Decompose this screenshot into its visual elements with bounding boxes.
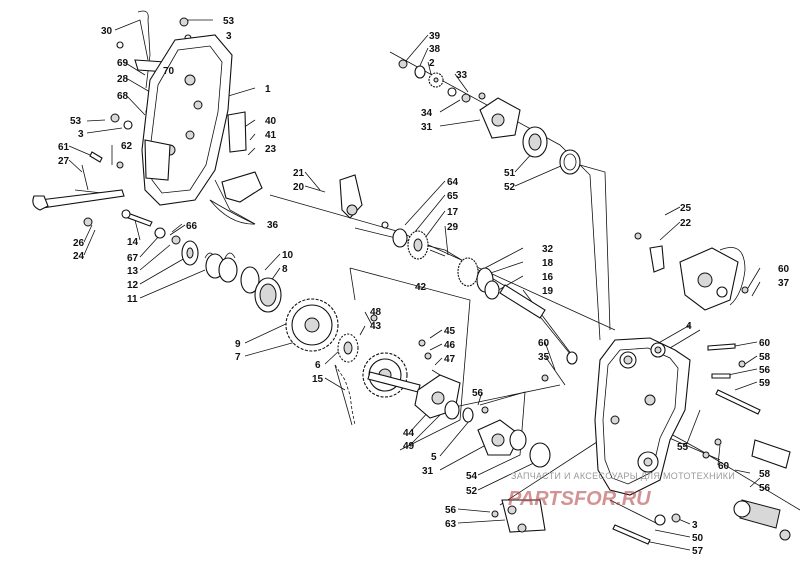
part-label: 56: [759, 365, 771, 376]
part-label: 44: [403, 428, 415, 439]
part-label: 26: [73, 238, 85, 249]
part-label: 8: [282, 264, 288, 275]
part-label: 3: [78, 129, 84, 140]
part-label: 46: [444, 340, 456, 351]
parts: [32, 10, 791, 545]
part-label: 23: [265, 144, 277, 155]
part-label: 30: [101, 26, 113, 37]
part-label: 63: [445, 519, 457, 530]
part-label: 37: [778, 278, 790, 289]
part-label: 16: [542, 272, 554, 283]
part-label: 51: [504, 168, 516, 179]
part-label: 31: [421, 122, 433, 133]
watermark: ЗАПЧАСТИ И АКСЕССУАРЫ ДЛЯ МОТОТЕХНИКИ PA…: [508, 471, 735, 510]
part-label: 64: [447, 177, 459, 188]
part-label: 17: [447, 207, 459, 218]
part-label: 43: [370, 321, 382, 332]
part-label: 60: [538, 338, 550, 349]
part-label: 41: [265, 130, 277, 141]
part-label: 6: [315, 360, 321, 371]
watermark-logo: PARTSFOR.RU: [508, 488, 651, 510]
part-label: 2: [429, 58, 435, 69]
part-label: 50: [692, 533, 704, 544]
part-label: 27: [58, 156, 70, 167]
part-label: 48: [370, 307, 382, 318]
part-label: 11: [127, 294, 138, 305]
part-label: 60: [759, 338, 771, 349]
part-label: 42: [415, 282, 427, 293]
part-label: 35: [538, 352, 550, 363]
part-label: 25: [680, 203, 692, 214]
part-label: 47: [444, 354, 456, 365]
part-label: 57: [692, 546, 704, 557]
part-label: 65: [447, 191, 459, 202]
part-label: 39: [429, 31, 441, 42]
part-label: 59: [759, 378, 771, 389]
part-label: 54: [466, 471, 478, 482]
part-label: 4: [686, 321, 692, 332]
part-label: 55: [677, 442, 689, 453]
part-label: 70: [163, 66, 175, 77]
part-label: 52: [466, 486, 478, 497]
part-label: 29: [447, 222, 459, 233]
part-label: 68: [117, 91, 129, 102]
part-label: 33: [456, 70, 468, 81]
part-label: 58: [759, 352, 771, 363]
part-label: 13: [127, 266, 139, 277]
part-label: 69: [117, 58, 129, 69]
part-label: 3: [692, 520, 698, 531]
part-label: 61: [58, 142, 70, 153]
part-label: 5: [431, 452, 437, 463]
part-label: 53: [223, 16, 235, 27]
part-label: 67: [127, 253, 139, 264]
part-number-labels: 3053369702868153340412361276221203614671…: [58, 16, 790, 557]
part-label: 52: [504, 182, 516, 193]
part-label: 53: [70, 116, 82, 127]
part-label: 49: [403, 441, 415, 452]
part-label: 12: [127, 280, 139, 291]
part-label: 14: [127, 237, 139, 248]
part-label: 19: [542, 286, 554, 297]
part-label: 21: [293, 168, 305, 179]
part-label: 36: [267, 220, 279, 231]
part-label: 66: [186, 221, 198, 232]
part-label: 28: [117, 74, 129, 85]
part-label: 40: [265, 116, 277, 127]
part-label: 31: [422, 466, 434, 477]
part-label: 38: [429, 44, 441, 55]
part-label: 7: [235, 352, 241, 363]
part-label: 56: [472, 388, 484, 399]
part-label: 56: [759, 483, 771, 494]
part-label: 22: [680, 218, 692, 229]
part-label: 3: [226, 31, 232, 42]
part-label: 34: [421, 108, 433, 119]
part-label: 56: [445, 505, 457, 516]
watermark-text: ЗАПЧАСТИ И АКСЕССУАРЫ ДЛЯ МОТОТЕХНИКИ: [511, 471, 735, 481]
part-label: 24: [73, 251, 85, 262]
part-label: 60: [718, 461, 730, 472]
part-label: 15: [312, 374, 324, 385]
part-label: 45: [444, 326, 456, 337]
part-label: 58: [759, 469, 771, 480]
part-label: 20: [293, 182, 305, 193]
part-label: 9: [235, 339, 241, 350]
part-label: 18: [542, 258, 554, 269]
part-label: 62: [121, 141, 133, 152]
part-label: 60: [778, 264, 790, 275]
part-label: 32: [542, 244, 554, 255]
part-label: 10: [282, 250, 294, 261]
part-label: 1: [265, 84, 271, 95]
